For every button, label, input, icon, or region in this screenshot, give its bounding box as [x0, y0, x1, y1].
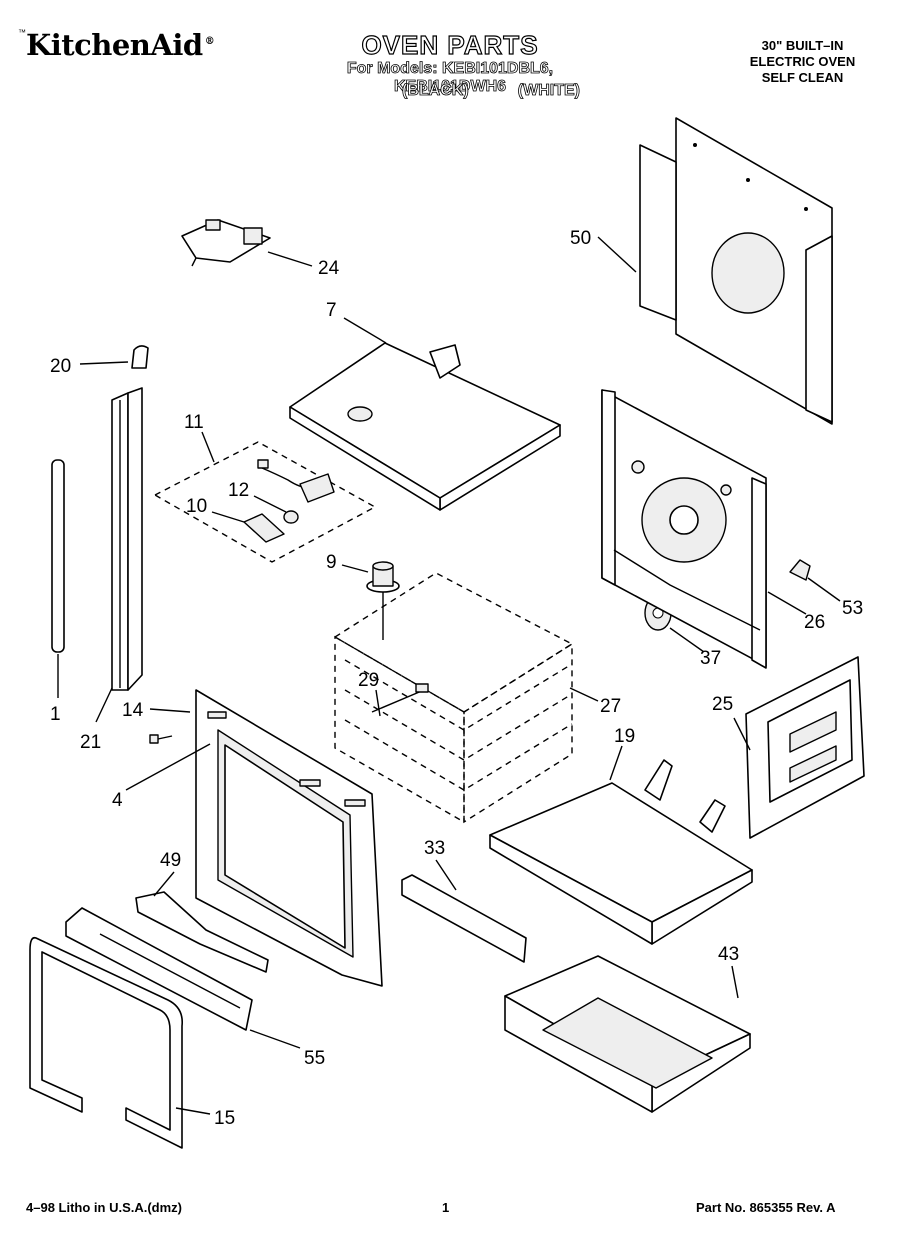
description-line: 30" BUILT–IN: [761, 38, 844, 53]
part-label: 29: [358, 670, 379, 691]
part-label: 37: [700, 648, 721, 669]
part-7-top-panel: [289, 342, 561, 511]
part-label: 25: [712, 694, 733, 715]
part-25-side-bracket: [745, 656, 865, 839]
part-label: 43: [718, 944, 739, 965]
part-55-vent-trim: [65, 907, 253, 1031]
part-label: 20: [50, 356, 71, 377]
variant-black: (BLACK): [402, 82, 469, 100]
part-label: 4: [112, 790, 123, 811]
part-24-switch-bracket: [181, 219, 271, 267]
models-line: For Models: KEBI101DBL6, KEBI101DWH6: [346, 60, 554, 96]
part-19-bottom-shelf: [489, 759, 753, 945]
part-label: 33: [424, 838, 445, 859]
part-33-support: [401, 874, 527, 963]
trademark-mark: ™: [18, 28, 26, 37]
part-1-rod: [51, 459, 65, 653]
part-29-sensor: [371, 683, 429, 713]
description-line: SELF CLEAN: [761, 70, 844, 85]
part-4-screw: [149, 734, 173, 744]
part-53-clip: [789, 559, 811, 581]
registered-mark: ®: [204, 36, 215, 48]
model-variants: (BLACK) (WHITE): [380, 82, 620, 100]
part-label: 21: [80, 732, 101, 753]
part-label: 24: [318, 258, 340, 279]
part-label: 49: [160, 850, 181, 871]
brand-name: KitchenAid: [26, 28, 203, 62]
part-20-clip: [131, 345, 149, 369]
part-43-tray: [504, 955, 751, 1113]
page-number: 1: [442, 1200, 450, 1215]
part-21-side-trim: [111, 387, 143, 691]
part-50-rear-panel: [639, 117, 833, 425]
kitchenaid-logo: KitchenAid®: [26, 28, 215, 62]
part-label: 7: [326, 300, 337, 321]
part-label: 15: [214, 1108, 235, 1129]
part-27-oven-cavity: [333, 572, 574, 824]
page-title: OVEN PARTS: [361, 29, 539, 60]
part-label: 55: [304, 1048, 325, 1069]
part-label: 14: [122, 700, 144, 721]
part-15-door-gasket: [29, 936, 184, 1149]
part-label: 26: [804, 612, 825, 633]
part-number: Part No. 865355 Rev. A: [696, 1200, 836, 1215]
part-label: 12: [228, 480, 249, 501]
part-label: 19: [614, 726, 635, 747]
part-label: 1: [50, 704, 61, 725]
oven-description: 30" BUILT–IN ELECTRIC OVEN SELF CLEAN: [730, 38, 875, 86]
part-label: 53: [842, 598, 863, 619]
part-26-back-bracket: [601, 389, 767, 669]
description-line: ELECTRIC OVEN: [749, 54, 856, 69]
part-label: 27: [600, 696, 621, 717]
part-label: 9: [326, 552, 337, 573]
part-49-trim: [135, 891, 269, 973]
part-14-front-frame: [195, 689, 383, 987]
part-label: 11: [184, 412, 204, 433]
part-label: 10: [186, 496, 207, 517]
part-11-wiring-group: [153, 441, 377, 563]
part-9-motor: [366, 561, 400, 640]
litho-note: 4–98 Litho in U.S.A.(dmz): [26, 1200, 183, 1215]
part-label: 50: [570, 228, 591, 249]
variant-white: (WHITE): [517, 82, 580, 100]
